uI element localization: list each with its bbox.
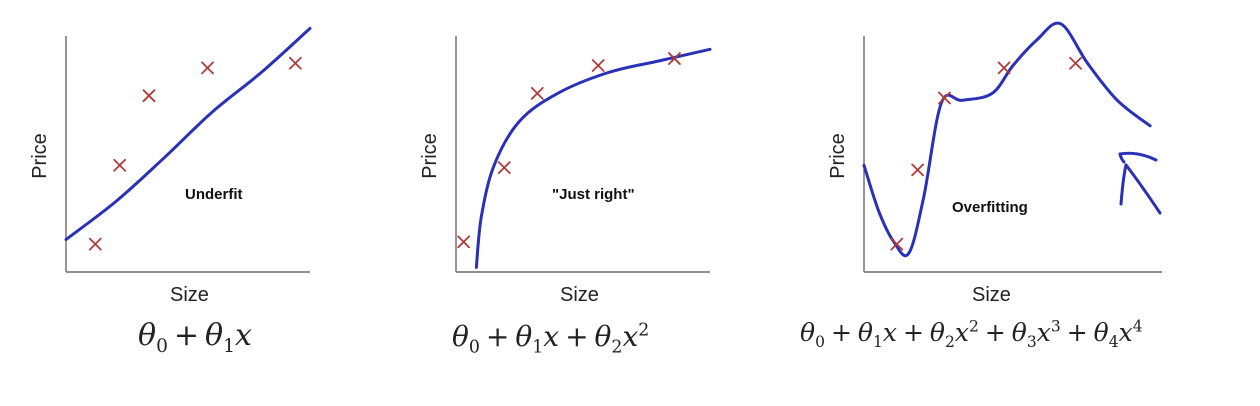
y-axis-label: Price	[29, 133, 51, 179]
data-point	[938, 91, 951, 105]
data-point	[142, 89, 156, 103]
data-point	[288, 56, 302, 70]
fit-curve	[64, 26, 312, 242]
overfitting-panel: Price Size Overfitting θ0+θ1x+θ2x2+θ3x3+…	[800, 0, 1260, 406]
overfitting-chart: Price	[827, 21, 1162, 273]
data-point	[201, 61, 214, 75]
underfit-chart: Price	[29, 26, 312, 273]
underfit-panel: Price Size Underfit θ0+θ1x	[0, 0, 330, 406]
data-point	[1069, 56, 1082, 70]
quadratic-hypothesis-formula: θ0+θ1x+θ2x2	[452, 320, 650, 358]
data-point	[668, 52, 681, 65]
just-right-chart: Price	[419, 36, 712, 273]
just-right-annotation: "Just right"	[552, 186, 635, 203]
overfitting-annotation: Overfitting	[952, 199, 1028, 216]
y-axis-label: Price	[419, 133, 441, 179]
x-axis-label: Size	[170, 284, 209, 306]
data-point	[890, 237, 904, 251]
quartic-hypothesis-formula: θ0+θ1x+θ2x2+θ3x3+θ4x4	[800, 318, 1143, 352]
data-point	[113, 158, 127, 172]
theta-1-term: θ1x	[205, 318, 252, 357]
x-axis-label: Size	[972, 284, 1011, 306]
underfit-annotation: Underfit	[185, 186, 243, 203]
data-point	[88, 237, 102, 251]
data-point	[591, 59, 605, 72]
linear-hypothesis-formula: θ0+θ1x	[138, 318, 252, 357]
hand-drawn-arrow-icon	[1118, 151, 1162, 215]
fit-curve	[474, 47, 712, 269]
x-axis-label: Size	[560, 284, 599, 306]
data-point	[997, 61, 1011, 75]
fit-curve	[862, 21, 1152, 258]
data-point	[530, 86, 544, 100]
theta-0-term: θ0	[138, 318, 168, 357]
y-axis-label: Price	[827, 133, 849, 179]
data-point	[497, 161, 511, 175]
data-point	[457, 235, 471, 249]
just-right-panel: Price Size "Just right" θ0+θ1x+θ2x2	[400, 0, 730, 406]
data-point	[911, 163, 925, 177]
